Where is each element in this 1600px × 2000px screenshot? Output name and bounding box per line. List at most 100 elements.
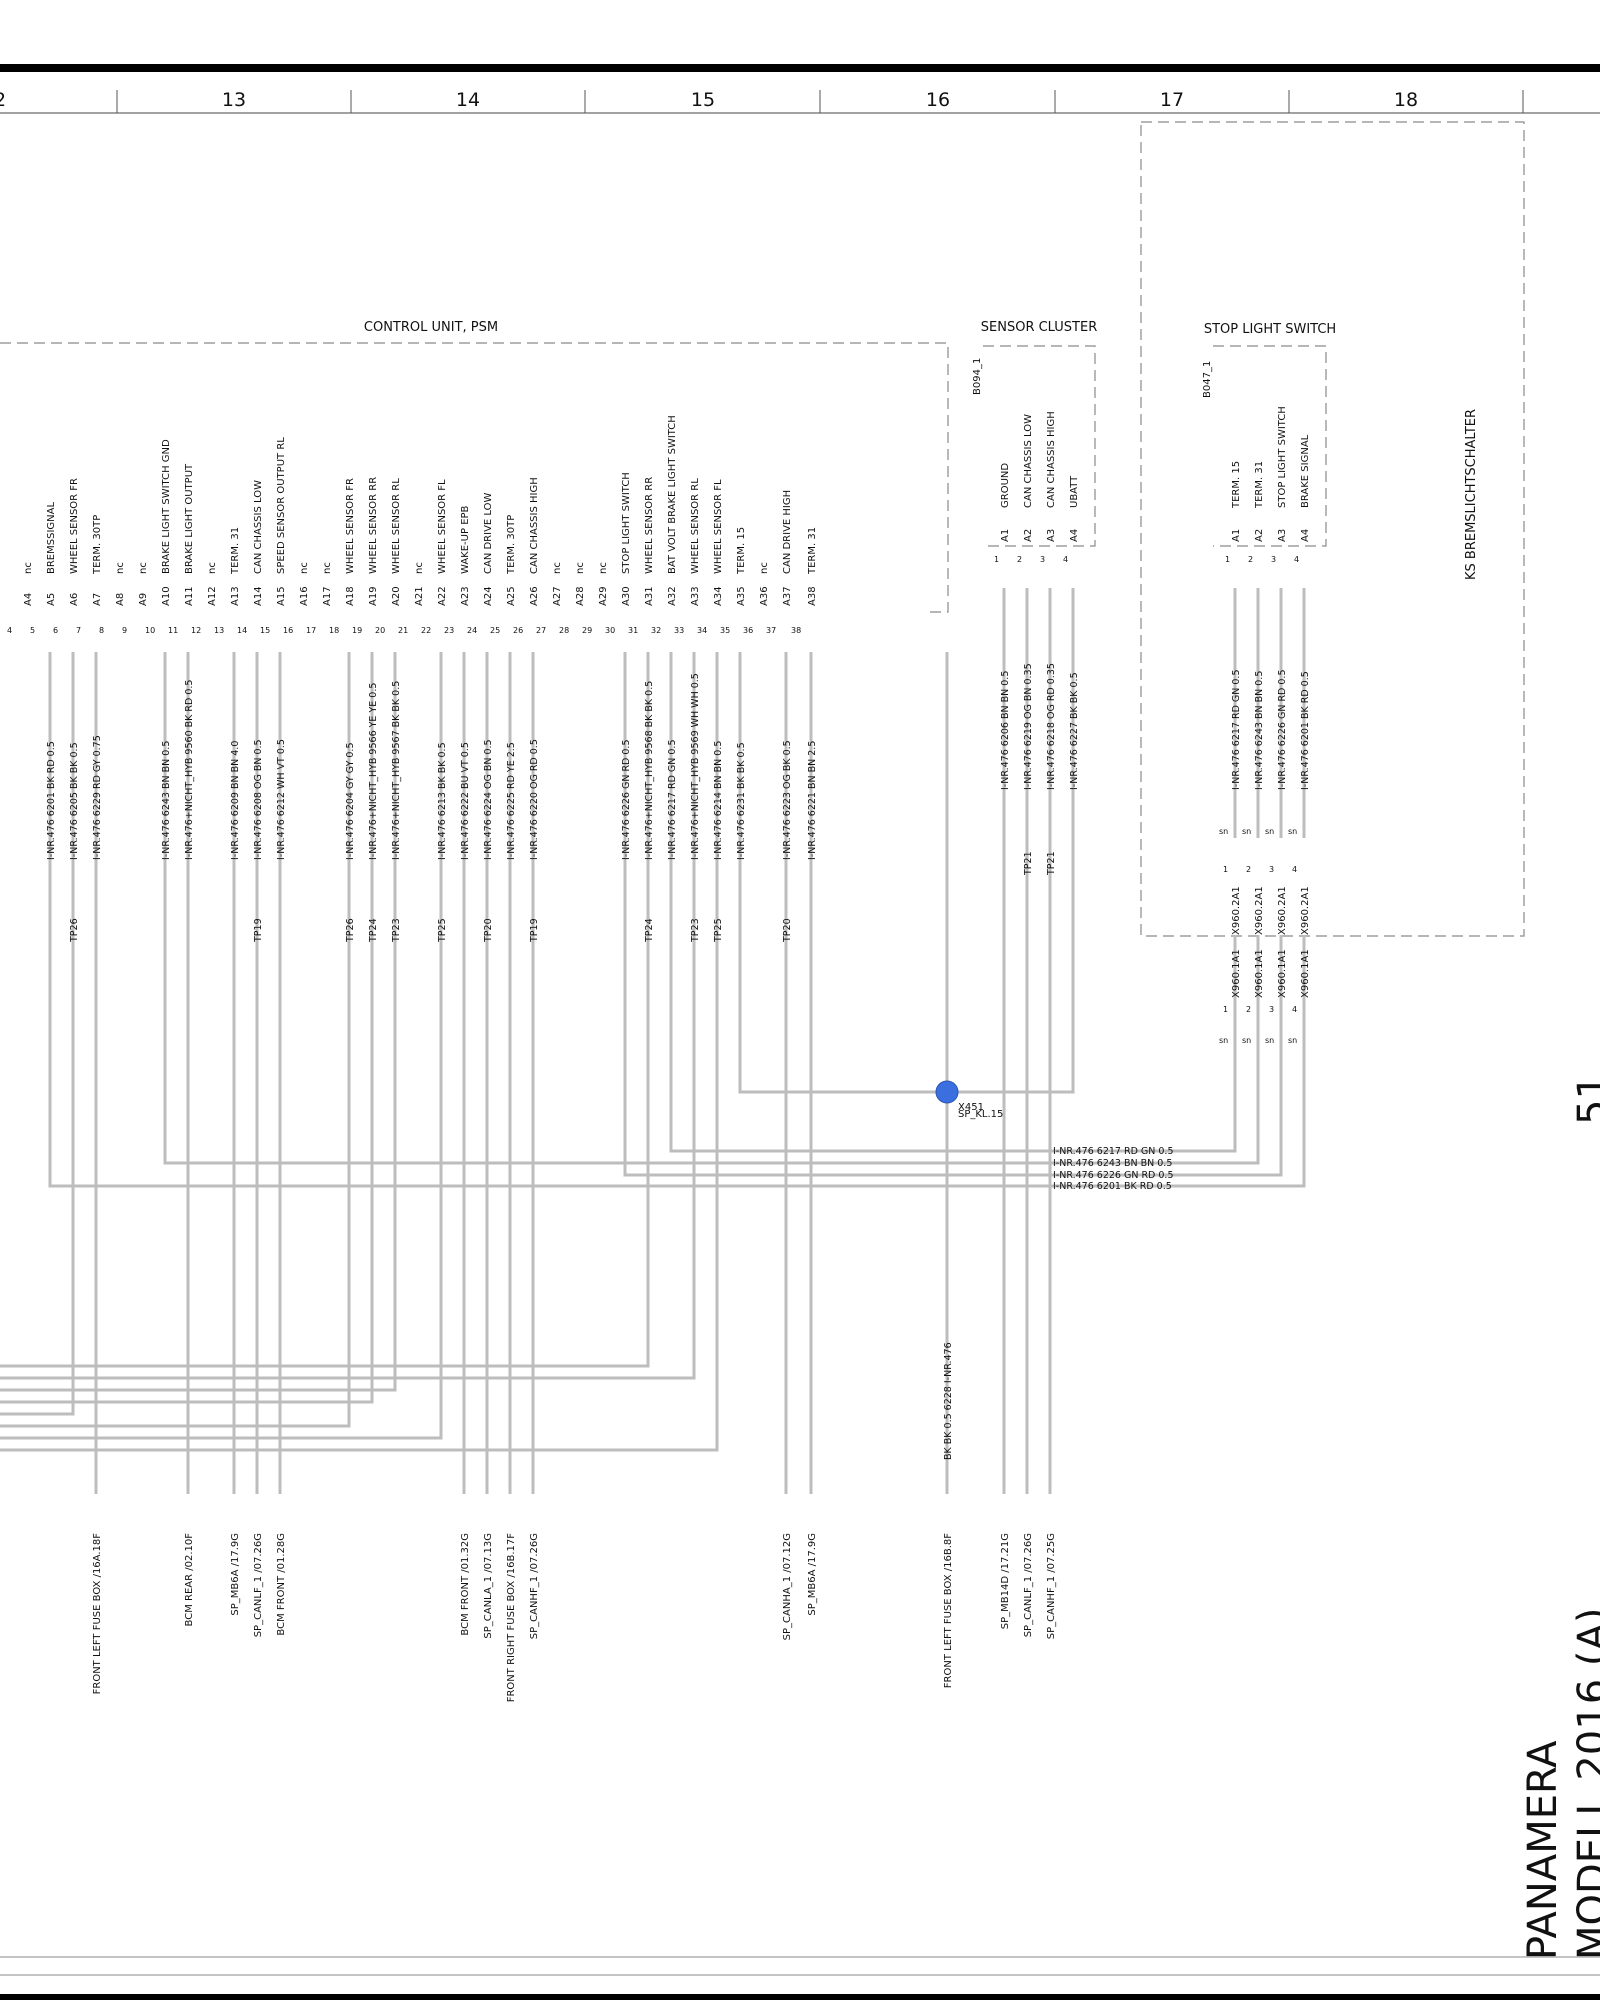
pin-id: A27 [552, 586, 563, 606]
column-number: 2 [0, 89, 6, 111]
sensor-cluster-code: B094_1 [972, 358, 983, 395]
wire-label: I-NR.476 6222 BU VT 0.5 [460, 742, 471, 860]
twisted-pair-label: TP25 [437, 918, 448, 943]
reference-label: FRONT LEFT FUSE BOX /16B.8F [943, 1533, 954, 1688]
pin-id: A5 [46, 593, 57, 606]
wire-label: I-NR.476 6243 BN BN 0.5 [161, 741, 172, 860]
reference-label: SP_MB6A /17.9G [230, 1533, 241, 1616]
wire-a33 [0, 652, 696, 1380]
pin-function-label: TERM. 30TP [92, 515, 103, 575]
pin-function-label: nc [322, 562, 333, 574]
twisted-pair-label: TP19 [529, 918, 540, 943]
control-unit-title: CONTROL UNIT, PSM [364, 320, 498, 335]
twisted-pair-label: TP25 [713, 918, 724, 943]
pin-number: 31 [628, 626, 638, 635]
wire-a18 [0, 652, 351, 1428]
wire-a32 [669, 652, 1237, 1153]
wire-a19 [0, 652, 374, 1404]
connector-1a1-label: X960.1A1 [1277, 949, 1288, 998]
shield-marker: sn [1265, 827, 1274, 836]
pin-number: 35 [720, 626, 730, 635]
pin-number: 24 [467, 626, 477, 635]
wire-label: I-NR.476 6227 BK BK 0.5 [1069, 672, 1080, 790]
wire-label: I-NR.476 6201 BK RD 0.5 [1300, 671, 1311, 790]
sensor-pin-number: 4 [1063, 555, 1068, 564]
switch-pin-label: STOP LIGHT SWITCH [1277, 406, 1288, 508]
connector-1a1-label: X960.1A1 [1231, 949, 1242, 998]
switch-pin-id: A4 [1300, 529, 1311, 542]
wire-label: I-NR.476 6226 GN RD 0.5 [1277, 670, 1288, 791]
wire-a31 [0, 652, 650, 1368]
pin-function-label: nc [552, 562, 563, 574]
pin-id: A11 [184, 586, 195, 606]
splice-name: SP_KL.15 [958, 1109, 1003, 1120]
pin-id: A16 [299, 586, 310, 606]
wires [0, 588, 1306, 1494]
wire-label: I-NR.476 6218 OG RD 0.35 [1046, 663, 1057, 790]
column-number: 16 [926, 89, 950, 111]
sensor-pin-label: GROUND [1000, 463, 1011, 508]
sensor-pin-id: A3 [1046, 529, 1057, 542]
pin-function-label: CAN DRIVE HIGH [782, 490, 793, 574]
pin-number: 29 [582, 626, 592, 635]
pin-function-label: nc [598, 562, 609, 574]
pin-number: 34 [697, 626, 707, 635]
wire-label: I-NR.476 6243 BN BN 0.5 [1254, 671, 1265, 790]
pin-function-label: nc [23, 562, 34, 574]
pin-id: A29 [598, 586, 609, 606]
reference-label: BCM FRONT /01.28G [276, 1533, 287, 1636]
twisted-pair-label: TP23 [690, 918, 701, 943]
twisted-pair-label: TP20 [782, 918, 793, 943]
pin-number: 17 [306, 626, 316, 635]
pin-function-label: WHEEL SENSOR FL [713, 479, 724, 574]
pin-id: A25 [506, 586, 517, 606]
pin-number: 15 [260, 626, 270, 635]
pin-number: 9 [122, 626, 127, 635]
pin-function-label: TERM. 31 [807, 527, 818, 575]
pin-function-label: nc [759, 562, 770, 574]
shield-marker: sn [1242, 827, 1251, 836]
wire-label: I-NR.476 6208 OG BN 0.5 [253, 739, 264, 860]
top-border [0, 64, 1600, 72]
switch-pin-id: A2 [1254, 529, 1265, 542]
pin-function-label: nc [138, 562, 149, 574]
bus-wire-label: I-NR.476 6243 BN BN 0.5 [1053, 1158, 1172, 1169]
wire-label: I-NR.476+NICHT_HYB 9566 YE YE 0.5 [368, 683, 379, 860]
wire-label: I-NR.476+NICHT_HYB 9567 BK BK 0.5 [391, 681, 402, 860]
pin-function-label: WHEEL SENSOR FL [437, 479, 448, 574]
pin-id: A23 [460, 586, 471, 606]
wire-a6 [0, 652, 75, 1416]
wire-a34 [0, 652, 719, 1452]
sensor-pin-id: A4 [1069, 529, 1080, 542]
wire-a5 [48, 652, 1306, 1188]
wire-label: I-NR.476 6205 BK BK 0.5 [69, 742, 80, 860]
wire-label: I-NR.476+NICHT_HYB 9569 WH WH 0.5 [690, 673, 701, 860]
connector-2a1-label: X960.2A1 [1254, 886, 1265, 935]
twisted-pair-label: TP26 [69, 918, 80, 943]
connector-1a1-label: X960.1A1 [1254, 949, 1265, 998]
control-unit-box [0, 342, 949, 613]
wire-label: I-NR.476 6209 BN BN 4.0 [230, 741, 241, 860]
pin-id: A10 [161, 586, 172, 606]
connector-2a1-label: X960.2A1 [1277, 886, 1288, 935]
column-number: 13 [222, 89, 246, 111]
switch-pin-number: 3 [1271, 555, 1276, 564]
shield-marker: sn [1288, 1036, 1297, 1045]
pin-function-label: WHEEL SENSOR RR [368, 477, 379, 574]
pin-function-label: TERM. 31 [230, 527, 241, 575]
reference-label: SP_CANHA_1 /07.12G [782, 1533, 793, 1640]
pin-id: A20 [391, 586, 402, 606]
shield-marker: sn [1242, 1036, 1251, 1045]
pin-number: 16 [283, 626, 293, 635]
pin-function-label: SPEED SENSOR OUTPUT RL [276, 437, 287, 574]
pin-number: 33 [674, 626, 684, 635]
reference-label: SP_CANLF_1 /07.26G [1023, 1533, 1034, 1637]
bus-wire-label: I-NR.476 6226 GN RD 0.5 [1053, 1170, 1174, 1181]
pin-function-label: CAN CHASSIS HIGH [529, 477, 540, 574]
pin-number: 12 [191, 626, 201, 635]
reference-label: SP_CANLF_1 /07.26G [253, 1533, 264, 1637]
model-title: PANAMERA [1520, 1740, 1566, 1960]
pin-number: 26 [513, 626, 523, 635]
